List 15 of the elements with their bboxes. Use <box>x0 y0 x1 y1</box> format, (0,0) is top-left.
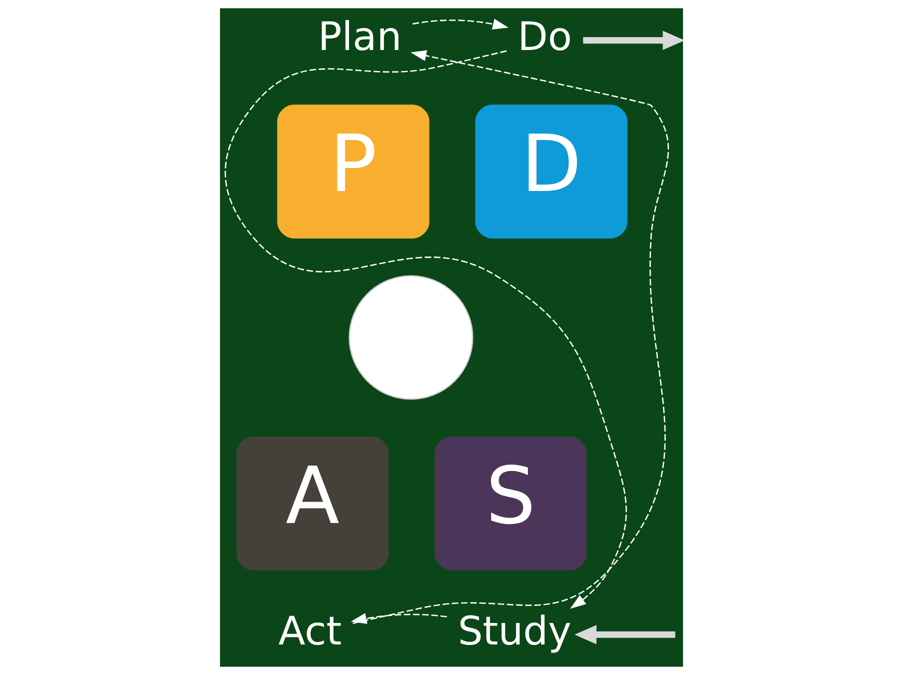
arrow <box>224 50 626 609</box>
node-text: Plan <box>317 14 402 60</box>
arrow <box>574 625 675 644</box>
node-text: Do <box>517 14 572 60</box>
node-box: S <box>434 436 586 570</box>
arrow <box>350 613 447 624</box>
arrow <box>412 18 508 30</box>
node-text: Act <box>278 608 342 654</box>
node-circle <box>348 275 473 400</box>
node-box: D <box>474 104 627 238</box>
node-text: Study <box>457 608 571 654</box>
node-box: A <box>236 436 388 570</box>
node-box: P <box>276 104 429 238</box>
arrow <box>352 50 668 624</box>
arrow <box>582 30 682 50</box>
